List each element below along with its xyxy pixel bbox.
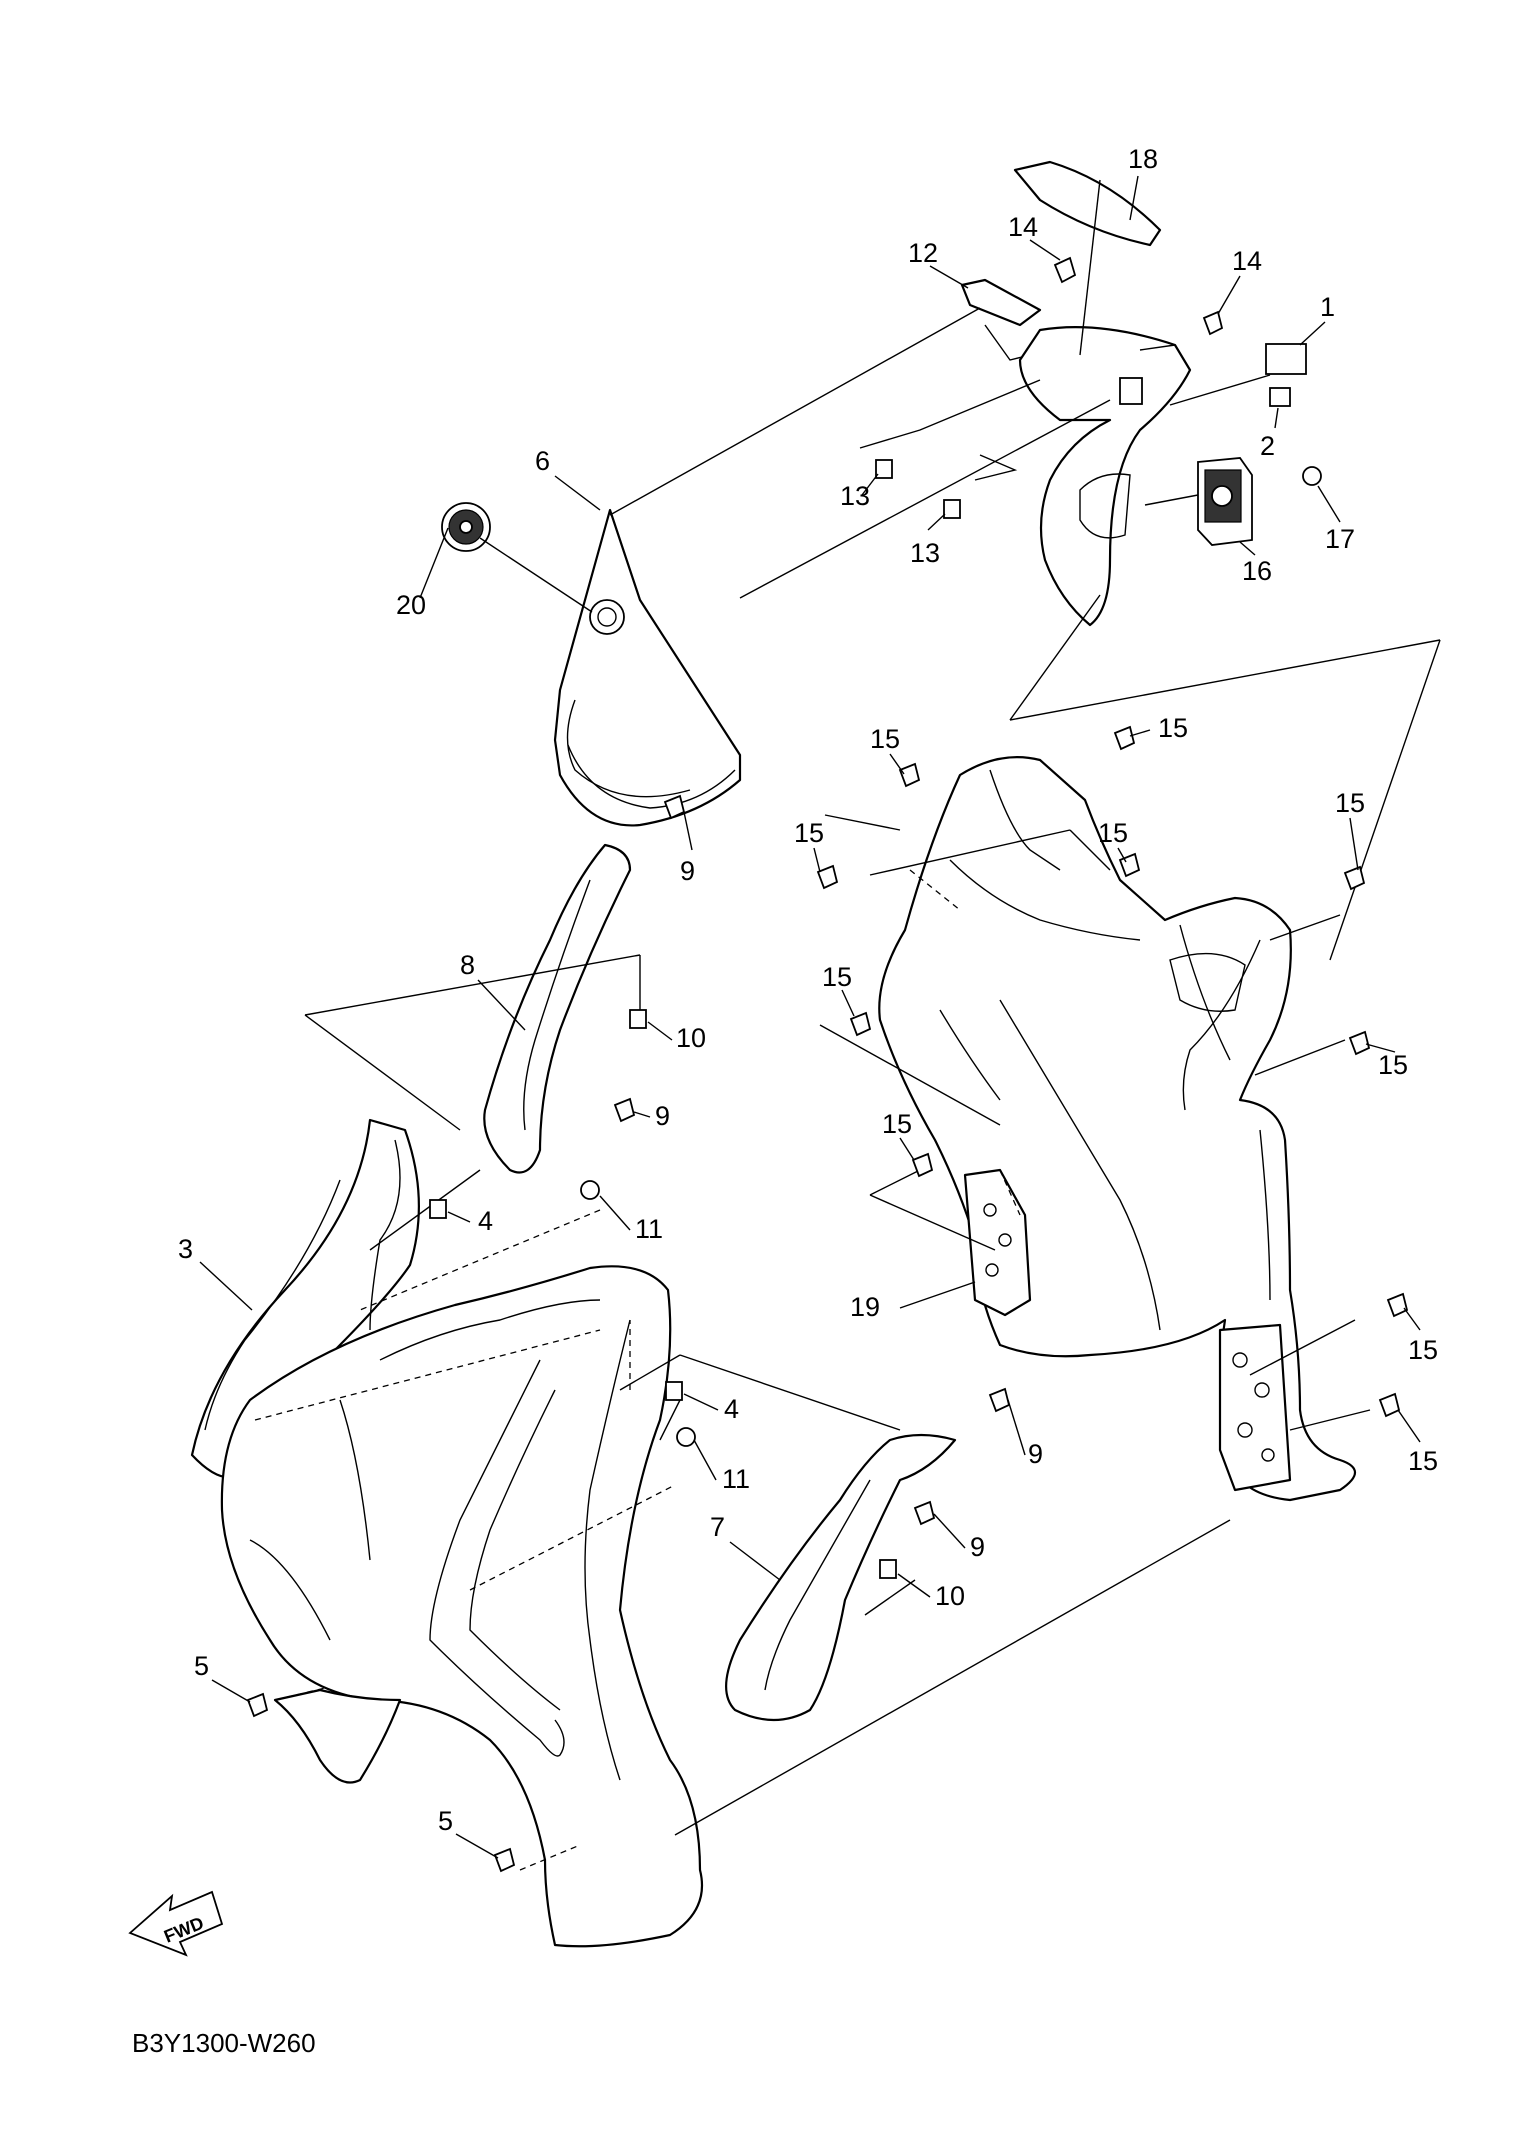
upper-hardware — [875, 256, 1322, 519]
callout-8: 8 — [460, 950, 475, 980]
callout-6: 6 — [535, 446, 550, 476]
callout-18: 18 — [1128, 144, 1158, 174]
callout-15h: 15 — [882, 1109, 912, 1139]
callout-pointers — [199, 175, 1421, 1859]
emblem-part-20 — [441, 502, 491, 552]
callout-14a: 14 — [1008, 212, 1038, 242]
callout-15i: 15 — [1408, 1335, 1438, 1365]
lower-hardware — [246, 725, 1409, 1873]
callout-4a: 4 — [478, 1206, 493, 1236]
callout-5a: 5 — [194, 1651, 209, 1681]
callout-13b: 13 — [910, 538, 940, 568]
callout-15d: 15 — [1098, 818, 1128, 848]
callout-15f: 15 — [822, 962, 852, 992]
callout-9c: 9 — [1028, 1439, 1043, 1469]
inner-panel — [878, 756, 1357, 1502]
callout-15e: 15 — [1335, 788, 1365, 818]
callout-14b: 14 — [1232, 246, 1262, 276]
callout-10b: 10 — [935, 1581, 965, 1611]
callout-7: 7 — [710, 1512, 725, 1542]
front-cover-main — [220, 1265, 704, 1948]
callout-2: 2 — [1260, 431, 1275, 461]
callout-15a: 15 — [870, 724, 900, 754]
callout-5b: 5 — [438, 1806, 453, 1836]
callout-15g: 15 — [1378, 1050, 1408, 1080]
front-panel-part-6 — [553, 508, 742, 827]
fwd-arrow-icon: FWD — [128, 1890, 224, 1957]
lower-leader-lines — [254, 814, 1371, 1871]
callout-9b: 9 — [655, 1101, 670, 1131]
callout-9a: 9 — [680, 856, 695, 886]
label-part-2 — [1269, 387, 1291, 407]
callout-1: 1 — [1320, 292, 1335, 322]
callout-17: 17 — [1325, 524, 1355, 554]
cover-part-18 — [1013, 160, 1162, 247]
callout-13a: 13 — [840, 481, 870, 511]
callout-15j: 15 — [1408, 1446, 1438, 1476]
callout-labels: 1 2 3 4 4 5 5 6 7 8 9 9 9 9 10 10 11 11 … — [178, 144, 1438, 1836]
callout-12: 12 — [908, 238, 938, 268]
callout-16: 16 — [1242, 556, 1272, 586]
callout-15b: 15 — [1158, 713, 1188, 743]
diagram-code: B3Y1300-W260 — [132, 2028, 316, 2058]
side-cover-part-7 — [725, 1433, 957, 1722]
callout-9d: 9 — [970, 1532, 985, 1562]
callout-11b: 11 — [722, 1464, 750, 1494]
upper-leader-lines — [479, 179, 1441, 961]
foam-part-19 — [963, 1168, 1292, 1492]
callout-19: 19 — [850, 1292, 880, 1322]
callout-15c: 15 — [794, 818, 824, 848]
label-part-1 — [1265, 343, 1307, 375]
side-cover-part-8 — [483, 843, 632, 1174]
callout-10a: 10 — [676, 1023, 706, 1053]
inner-cover-upper — [1018, 326, 1192, 627]
switch-part-16 — [1197, 457, 1253, 546]
callout-3: 3 — [178, 1234, 193, 1264]
callout-4b: 4 — [724, 1394, 739, 1424]
callout-11a: 11 — [635, 1214, 663, 1244]
